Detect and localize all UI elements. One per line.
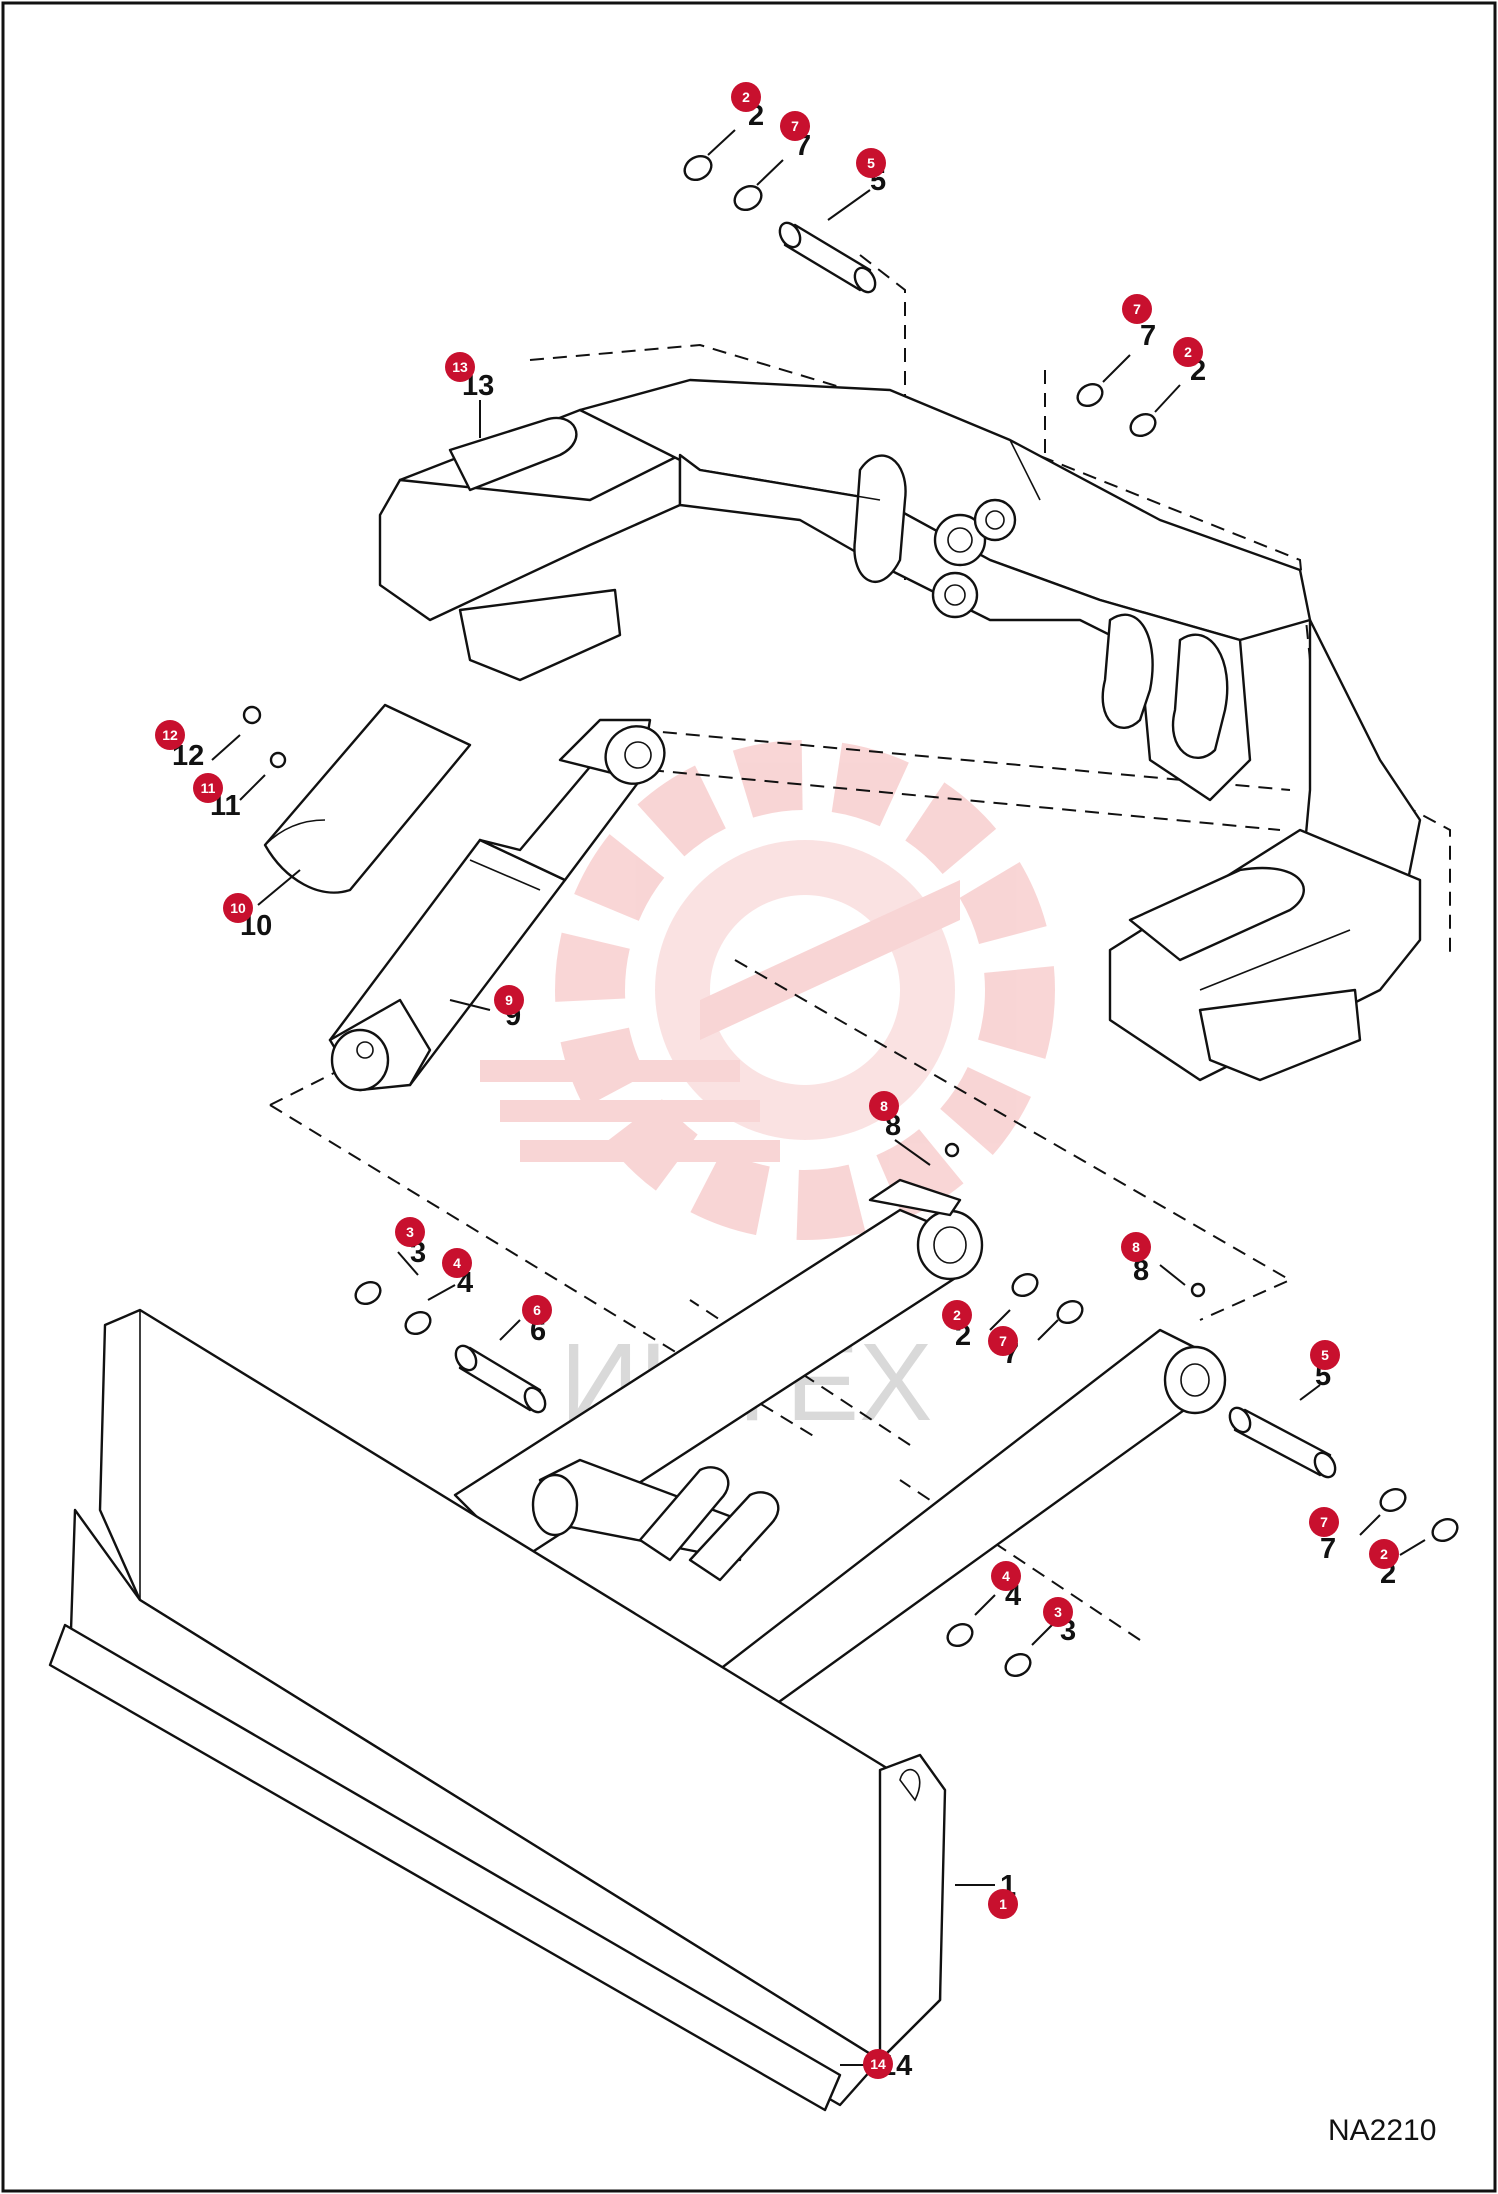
- svg-text:3: 3: [406, 1224, 414, 1240]
- callout-badge[interactable]: 8: [869, 1091, 899, 1121]
- callout-badge[interactable]: 7: [780, 111, 810, 141]
- svg-text:11: 11: [201, 780, 216, 796]
- pins-washers: [242, 154, 1459, 1678]
- svg-text:10: 10: [230, 900, 246, 916]
- svg-text:7: 7: [999, 1333, 1007, 1349]
- callout-badge[interactable]: 12: [155, 720, 185, 750]
- callouts: 2 7 5 7 2 13 12 11 10 9 8 3 4 6 2 7 8 5 …: [155, 82, 1399, 2079]
- hydraulic-cylinder: [328, 718, 666, 1092]
- svg-text:5: 5: [867, 155, 875, 171]
- svg-text:8: 8: [880, 1098, 888, 1114]
- main-frame: [378, 378, 1422, 1082]
- svg-text:13: 13: [452, 359, 468, 375]
- callout-badge[interactable]: 5: [1310, 1340, 1340, 1370]
- svg-text:12: 12: [162, 727, 178, 743]
- svg-text:3: 3: [1054, 1604, 1062, 1620]
- cylinder-cover: [263, 703, 472, 894]
- callout-badge[interactable]: 1: [988, 1889, 1018, 1919]
- svg-text:2: 2: [1380, 1546, 1388, 1562]
- svg-text:14: 14: [870, 2056, 886, 2072]
- callout-badge[interactable]: 3: [395, 1217, 425, 1247]
- watermark-logo: [480, 740, 1055, 1240]
- svg-text:9: 9: [505, 992, 513, 1008]
- svg-text:5: 5: [1321, 1347, 1329, 1363]
- callout-badge[interactable]: 11: [193, 773, 223, 803]
- svg-text:8: 8: [1132, 1239, 1140, 1255]
- dozer-blade: [68, 1308, 947, 2107]
- loader-arms: [453, 1178, 1227, 1732]
- callout-badge[interactable]: 2: [1173, 337, 1203, 367]
- callout-badge[interactable]: 9: [494, 985, 524, 1015]
- callout-badge[interactable]: 2: [942, 1300, 972, 1330]
- part-number: 7: [1320, 1533, 1336, 1565]
- callout-badge[interactable]: 10: [223, 893, 253, 923]
- callout-badge[interactable]: 3: [1043, 1597, 1073, 1627]
- callout-badge[interactable]: 4: [991, 1561, 1021, 1591]
- svg-text:6: 6: [533, 1302, 541, 1318]
- callout-badge[interactable]: 8: [1121, 1232, 1151, 1262]
- svg-text:1: 1: [999, 1896, 1007, 1912]
- svg-text:2: 2: [953, 1307, 961, 1323]
- callout-badge[interactable]: 4: [442, 1248, 472, 1278]
- svg-text:7: 7: [1133, 301, 1141, 317]
- callout-badge[interactable]: 5: [856, 148, 886, 178]
- cutting-edge: [48, 1623, 842, 2112]
- callout-badge[interactable]: 7: [1122, 294, 1152, 324]
- callout-badge[interactable]: 7: [988, 1326, 1018, 1356]
- svg-text:2: 2: [1184, 344, 1192, 360]
- svg-text:7: 7: [791, 118, 799, 134]
- callout-badge[interactable]: 6: [522, 1295, 552, 1325]
- part-number: 8: [1133, 1255, 1149, 1287]
- callout-badge[interactable]: 13: [445, 352, 475, 382]
- svg-text:4: 4: [453, 1255, 461, 1271]
- figure-code: NA2210: [1328, 2114, 1436, 2147]
- callout-badge[interactable]: 2: [1369, 1539, 1399, 1569]
- svg-text:7: 7: [1320, 1514, 1328, 1530]
- callout-badge[interactable]: 14: [863, 2049, 893, 2079]
- svg-text:4: 4: [1002, 1568, 1010, 1584]
- callout-badge[interactable]: 7: [1309, 1507, 1339, 1537]
- callout-badge[interactable]: 2: [731, 82, 761, 112]
- leader-lines: [211, 129, 1426, 2066]
- svg-text:2: 2: [742, 89, 750, 105]
- part-number: 7: [1140, 320, 1156, 352]
